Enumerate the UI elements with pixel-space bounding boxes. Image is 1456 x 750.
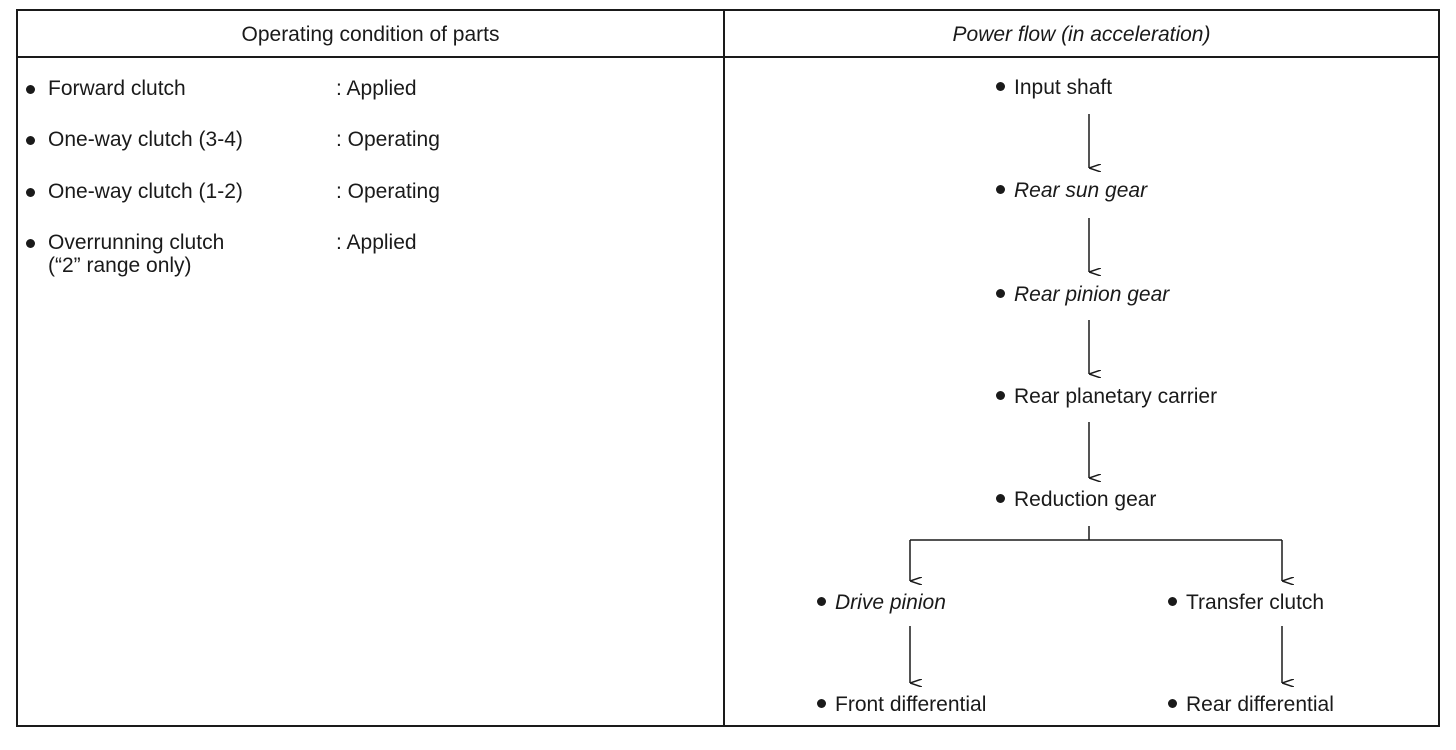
- node-label: Rear pinion gear: [1014, 283, 1170, 306]
- node-reduction-gear: Reduction gear: [996, 488, 1156, 512]
- part-name: One-way clutch (3-4): [48, 128, 243, 151]
- node-front-differential: Front differential: [817, 693, 986, 717]
- node-transfer-clutch: Transfer clutch: [1168, 591, 1324, 615]
- node-label: Front differential: [835, 693, 987, 716]
- node-label: Reduction gear: [1014, 488, 1157, 511]
- header-power-flow: Power flow (in acceleration): [952, 23, 1211, 46]
- bullet-icon: [26, 85, 35, 94]
- node-input-shaft: Input shaft: [996, 76, 1112, 100]
- bullet-icon: [996, 184, 1005, 194]
- node-label: Transfer clutch: [1186, 591, 1325, 614]
- node-rear-pinion-gear: Rear pinion gear: [996, 283, 1169, 307]
- power-flow-table: Operating condition of parts Power flow …: [16, 9, 1440, 727]
- node-label: Rear sun gear: [1014, 179, 1148, 202]
- part-name: Forward clutch: [48, 77, 186, 100]
- part-status: : Operating: [336, 128, 440, 151]
- bullet-icon: [996, 390, 1005, 400]
- part-name: One-way clutch (1-2): [48, 180, 243, 203]
- node-label: Drive pinion: [835, 591, 946, 614]
- node-rear-sun-gear: Rear sun gear: [996, 179, 1147, 203]
- bullet-icon: [26, 239, 35, 248]
- column-divider: [723, 11, 725, 725]
- node-rear-differential: Rear differential: [1168, 693, 1334, 717]
- part-note: (“2” range only): [48, 254, 192, 277]
- bullet-icon: [1168, 698, 1177, 708]
- node-label: Rear differential: [1186, 693, 1334, 716]
- part-status: : Applied: [336, 231, 417, 254]
- header-operating-condition: Operating condition of parts: [241, 23, 500, 46]
- flow-arrows: [909, 114, 1438, 725]
- bullet-icon: [996, 493, 1005, 503]
- node-drive-pinion: Drive pinion: [817, 591, 946, 615]
- bullet-icon: [996, 288, 1005, 298]
- node-label: Input shaft: [1014, 76, 1113, 99]
- node-rear-planetary-carrier: Rear planetary carrier: [996, 385, 1217, 409]
- part-name: Overrunning clutch: [48, 231, 225, 254]
- part-status: : Operating: [336, 180, 440, 203]
- part-status: : Applied: [336, 77, 417, 100]
- bullet-icon: [817, 596, 826, 606]
- bullet-icon: [26, 136, 35, 145]
- bullet-icon: [1168, 596, 1177, 606]
- bullet-icon: [26, 188, 35, 197]
- bullet-icon: [996, 81, 1005, 91]
- node-label: Rear planetary carrier: [1014, 385, 1218, 408]
- bullet-icon: [817, 698, 826, 708]
- header-divider: [18, 56, 1438, 58]
